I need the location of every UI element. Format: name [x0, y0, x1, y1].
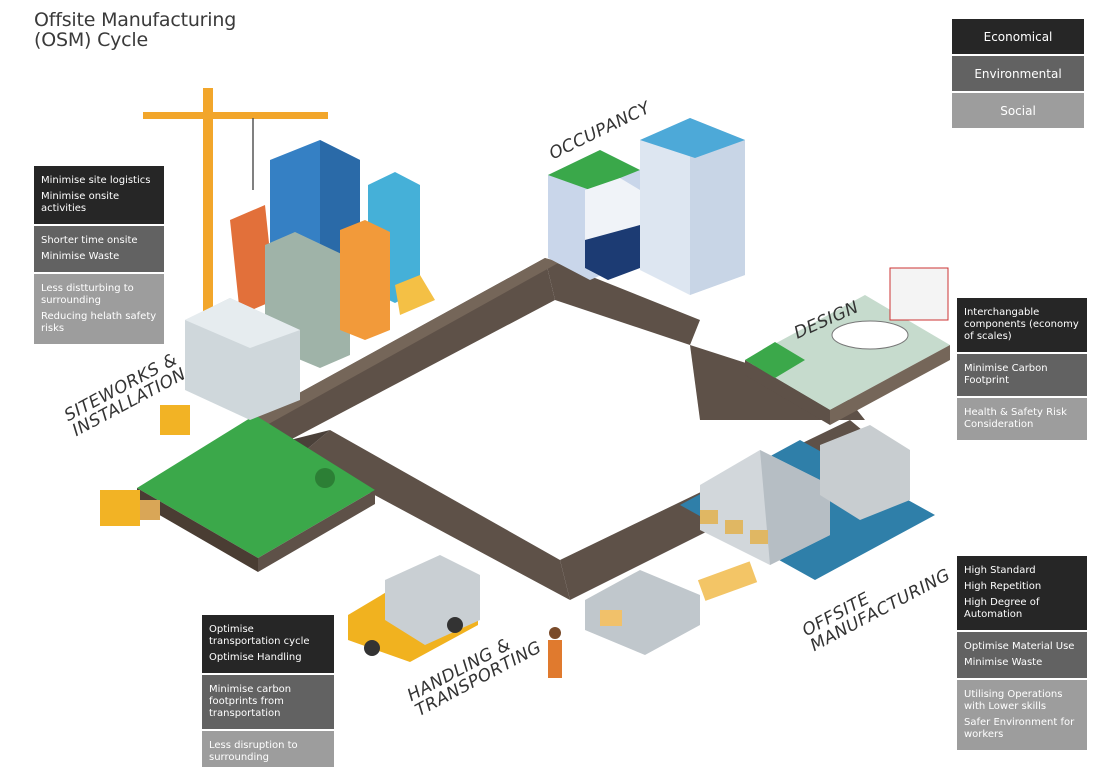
offsite-economical: High Standard High Repetition High Degre…	[957, 556, 1087, 630]
legend-social: Social	[952, 93, 1084, 128]
siteworks-social: Less distturbing to surrounding Reducing…	[34, 274, 164, 344]
legend-environmental: Environmental	[952, 56, 1084, 91]
siteworks-economical: Minimise site logistics Minimise onsite …	[34, 166, 164, 224]
design-platform	[745, 267, 950, 425]
offsite-info: High Standard High Repetition High Degre…	[957, 556, 1087, 752]
siteworks-environmental: Shorter time onsite Minimise Waste	[34, 226, 164, 272]
city-buildings	[185, 140, 435, 420]
handling-info: Optimise transportation cycle Optimise H…	[202, 615, 334, 767]
handling-economical: Optimise transportation cycle Optimise H…	[202, 615, 334, 673]
van	[548, 561, 758, 678]
forklifts	[100, 405, 190, 526]
handling-social: Less disruption to surrounding	[202, 731, 334, 767]
siteworks-ground	[137, 415, 375, 572]
diagram-title: Offsite Manufacturing (OSM) Cycle	[34, 9, 237, 51]
crane	[143, 88, 328, 318]
offsite-environmental: Optimise Material Use Minimise Waste	[957, 632, 1087, 678]
factory-area	[680, 425, 935, 580]
handling-environmental: Minimise carbon footprints from transpor…	[202, 675, 334, 729]
legend: Economical Environmental Social	[952, 19, 1084, 130]
design-social: Health & Safety Risk Consideration	[957, 398, 1087, 440]
design-economical: Interchangable components (economy of sc…	[957, 298, 1087, 352]
design-environmental: Minimise Carbon Footprint	[957, 354, 1087, 396]
design-info: Interchangable components (economy of sc…	[957, 298, 1087, 442]
truck	[348, 555, 480, 662]
siteworks-info: Minimise site logistics Minimise onsite …	[34, 166, 164, 346]
legend-economical: Economical	[952, 19, 1084, 54]
offsite-social: Utilising Operations with Lower skills S…	[957, 680, 1087, 750]
occupancy-buildings	[548, 118, 745, 295]
